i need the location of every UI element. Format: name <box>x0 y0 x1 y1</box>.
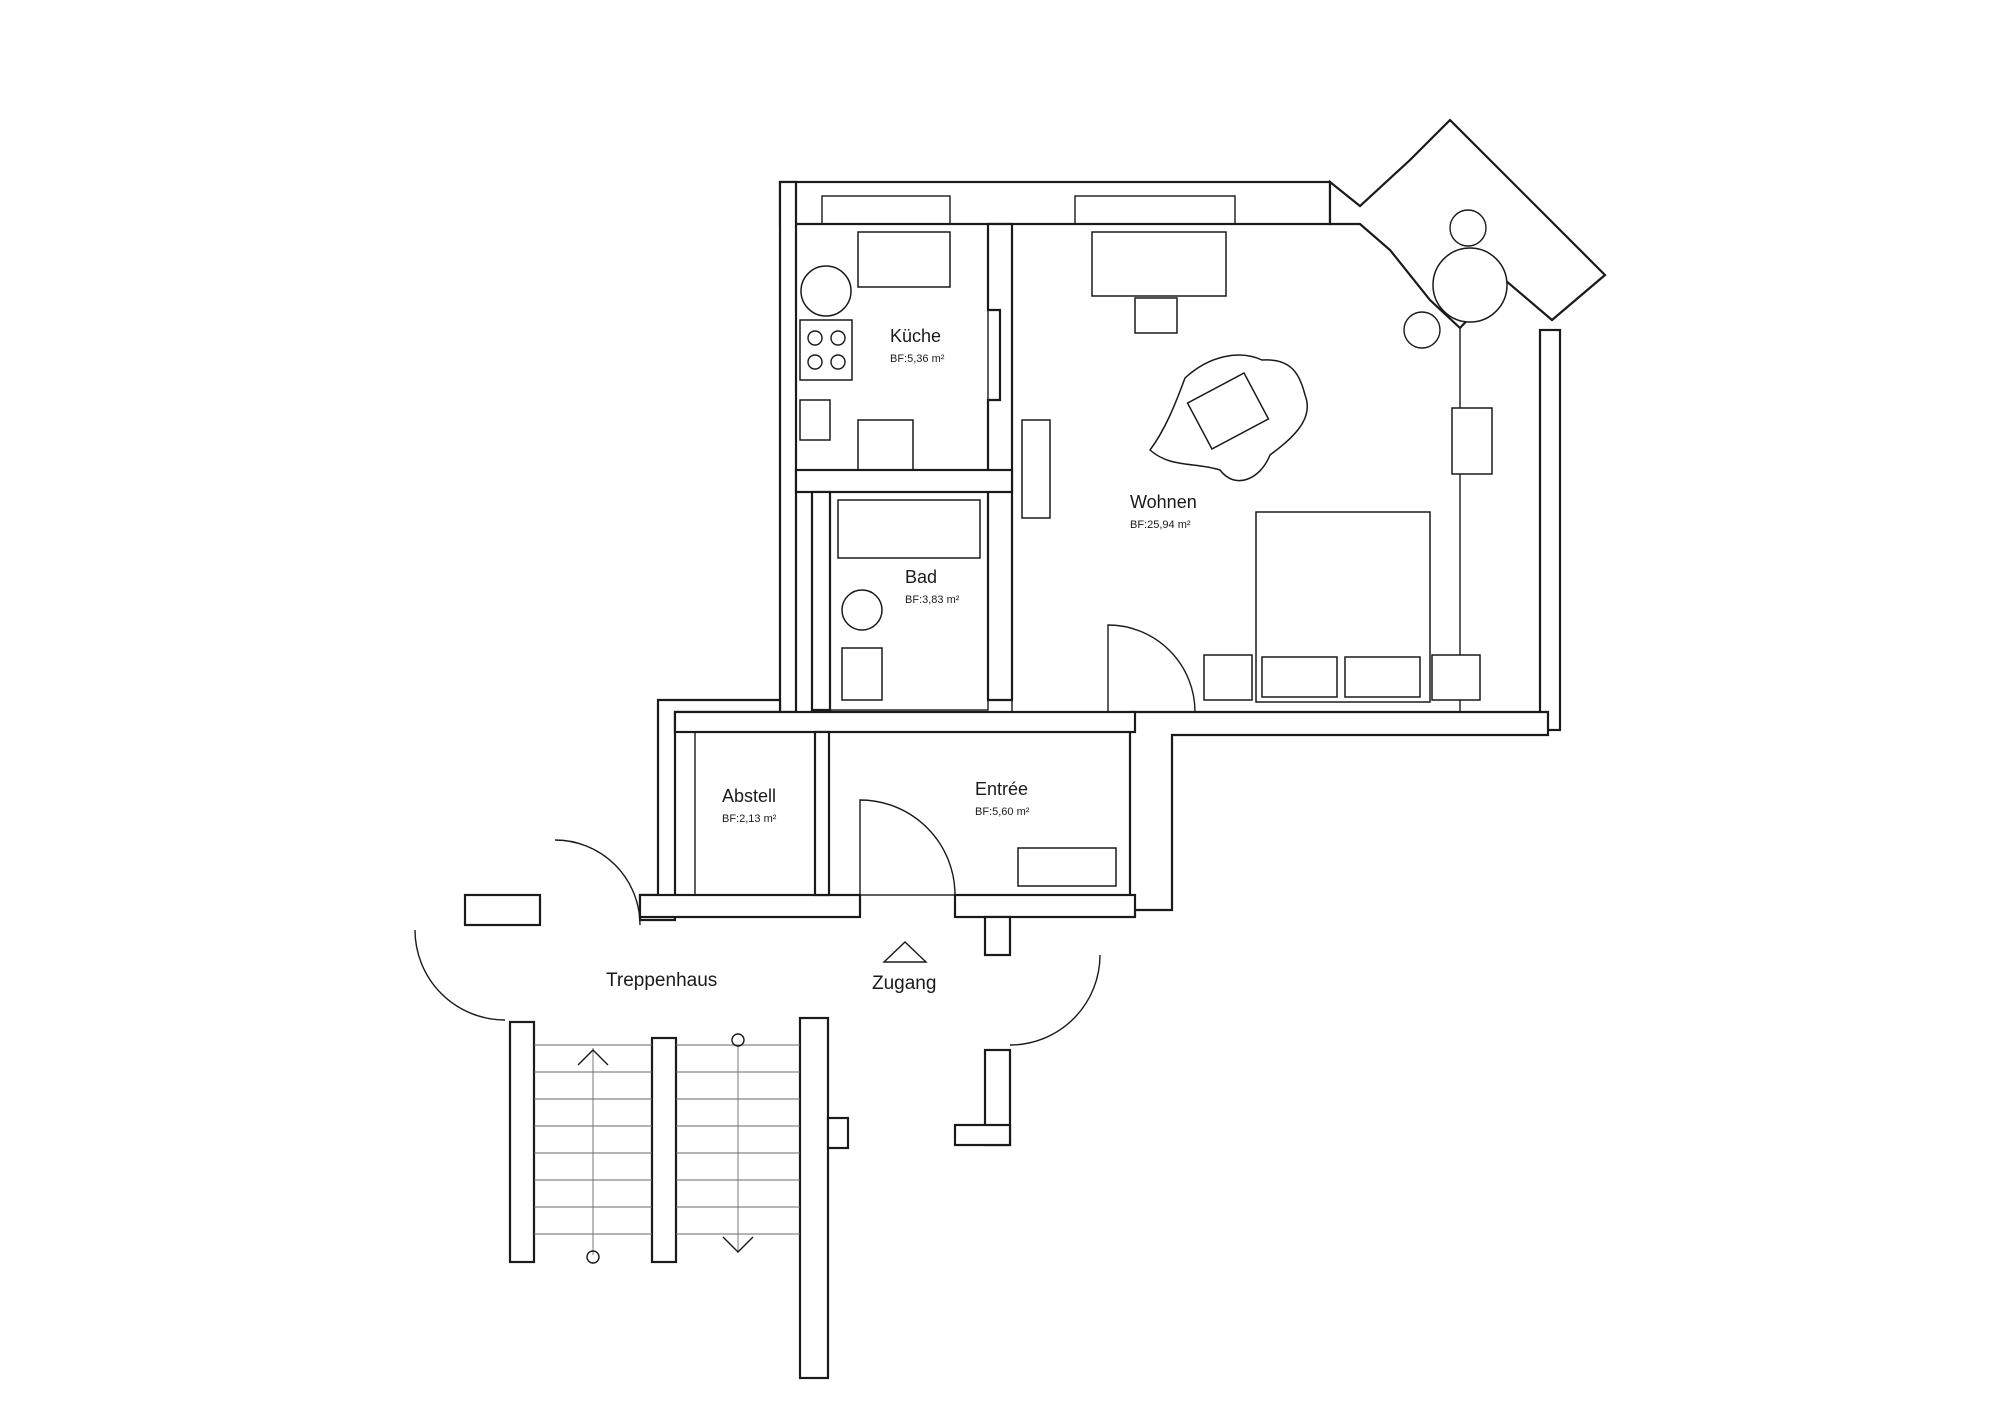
access-marker: Zugang <box>872 941 936 994</box>
room-name-bad: Bad <box>905 567 937 587</box>
kitchen: Küche BF:5,36 m² <box>795 223 989 471</box>
room-name-entree: Entrée <box>975 779 1028 799</box>
bathroom: Bad BF:3,83 m² <box>829 491 989 711</box>
room-name-wohnen: Wohnen <box>1130 492 1197 512</box>
entree-top-wall <box>673 710 1137 734</box>
outer-walls <box>638 118 1607 922</box>
kitchen-bad-wall <box>794 468 1014 494</box>
room-area-kueche: BF:5,36 m² <box>890 353 945 365</box>
room-name-abstell: Abstell <box>722 786 776 806</box>
room-area-entree: BF:5,60 m² <box>975 806 1030 818</box>
stairwell: Treppenhaus <box>414 839 1101 1380</box>
label-treppenhaus: Treppenhaus <box>606 970 717 991</box>
bad-left-wall <box>810 490 832 712</box>
living-room: Wohnen BF:25,94 m² <box>1011 209 1508 713</box>
entry-triangle-icon <box>882 941 928 963</box>
abstell-right-wall <box>813 730 831 897</box>
entrance-hall: Entrée BF:5,60 m² <box>828 624 1196 896</box>
inner-wall <box>986 222 1014 702</box>
label-zugang: Zugang <box>872 973 936 994</box>
room-name-kueche: Küche <box>890 326 941 346</box>
storage-room: Abstell BF:2,13 m² <box>694 731 816 896</box>
room-area-bad: BF:3,83 m² <box>905 594 960 606</box>
room-area-abstell: BF:2,13 m² <box>722 813 777 825</box>
room-area-wohnen: BF:25,94 m² <box>1130 519 1191 531</box>
